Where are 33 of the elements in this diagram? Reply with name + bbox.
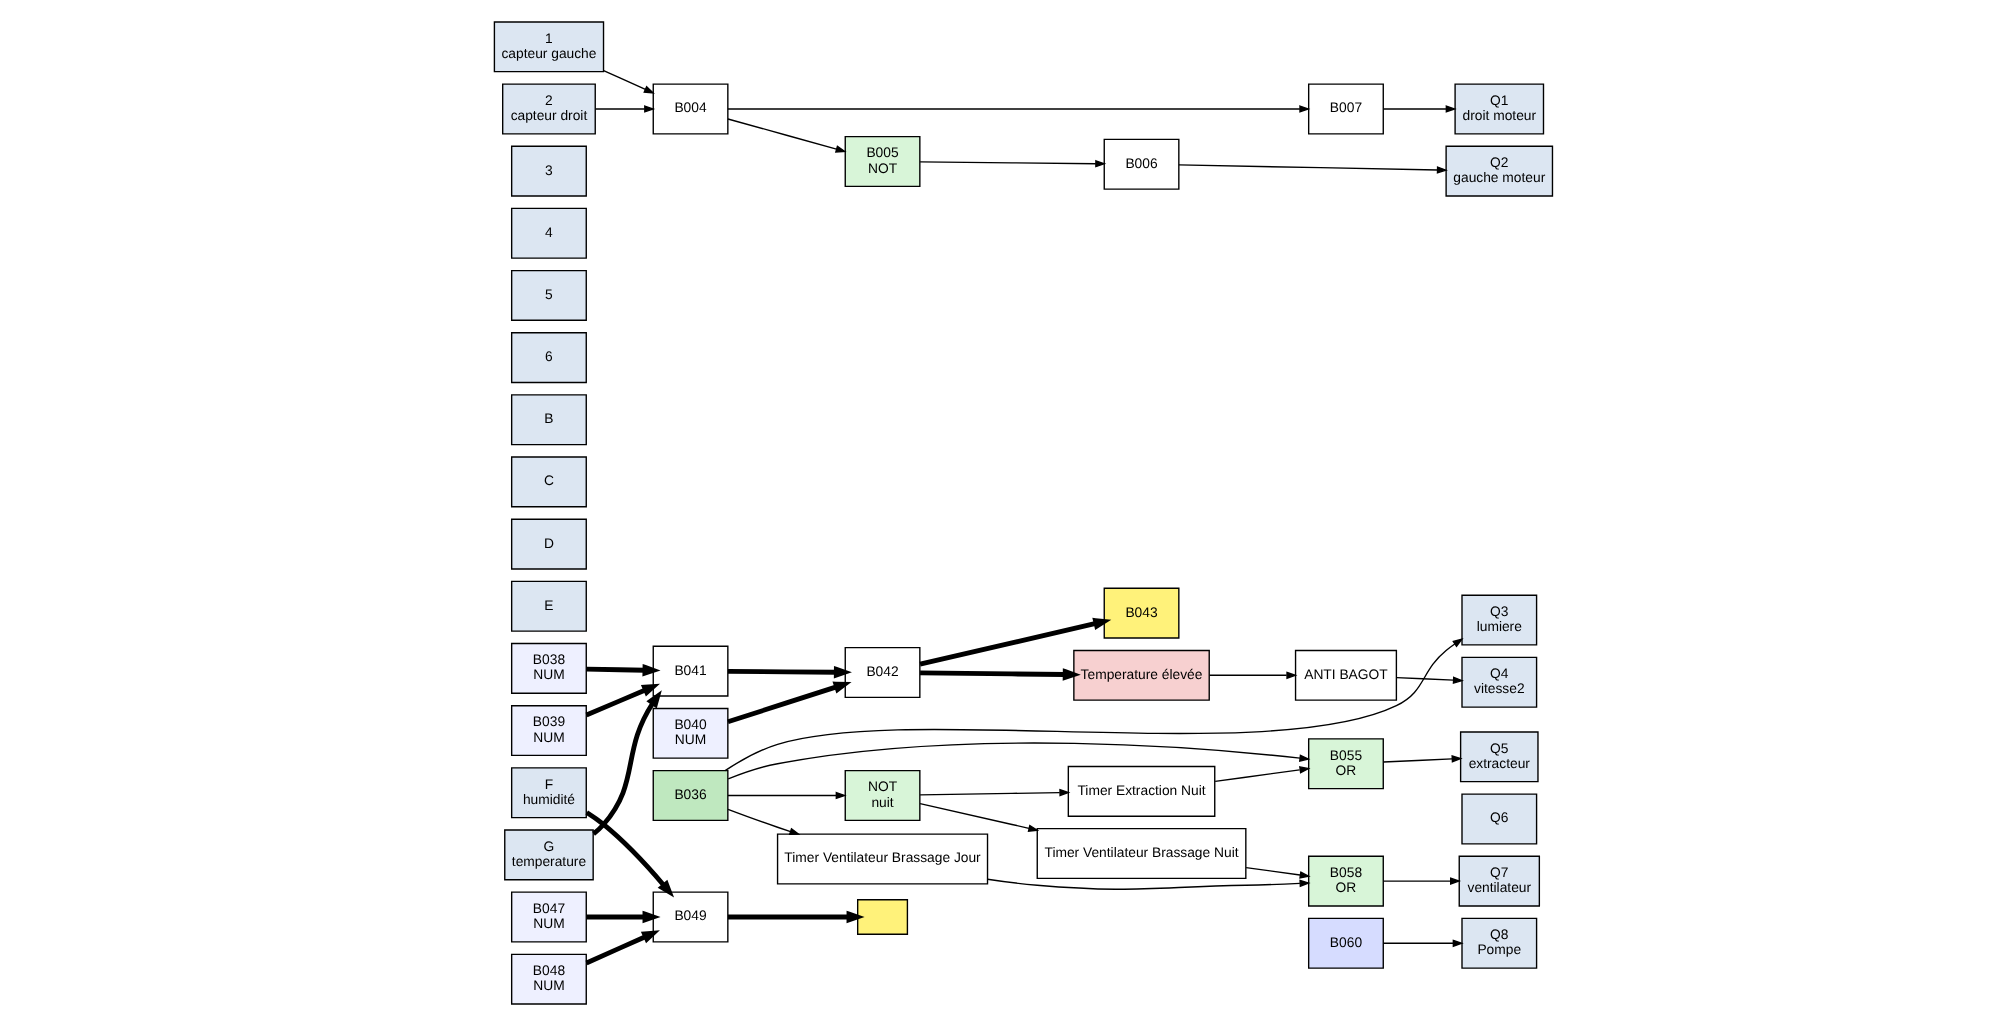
arrow: [726, 742, 1310, 780]
arrow: [918, 802, 1039, 832]
arrow: [601, 70, 654, 94]
arrow: [723, 638, 1463, 772]
arrow: [591, 690, 661, 836]
arrow: [1213, 766, 1310, 783]
arrow: [918, 788, 1070, 797]
arrow: [1207, 671, 1297, 680]
arrow: [1381, 755, 1462, 763]
arrow: [585, 910, 660, 924]
arrow: [1394, 676, 1463, 685]
arrow: [726, 791, 846, 800]
arrow: [726, 118, 846, 153]
arrow: [918, 617, 1111, 667]
arrow: [584, 683, 659, 718]
arrow: [1381, 877, 1461, 885]
arrow: [585, 663, 660, 677]
arrow: [726, 910, 864, 924]
arrow: [726, 105, 1310, 113]
arrow: [919, 668, 1080, 681]
arrow: [726, 808, 800, 836]
arrow: [985, 878, 1310, 890]
arrow: [726, 665, 851, 679]
arrow: [1381, 939, 1463, 948]
arrow: [1381, 105, 1456, 113]
arrow: [584, 930, 659, 966]
arrow: [584, 810, 674, 898]
arrow: [593, 105, 655, 113]
arrow: [918, 159, 1106, 168]
node-box: [856, 899, 908, 935]
arrow: [1244, 866, 1310, 879]
arrow: [1177, 164, 1447, 174]
arrow: [726, 681, 851, 725]
